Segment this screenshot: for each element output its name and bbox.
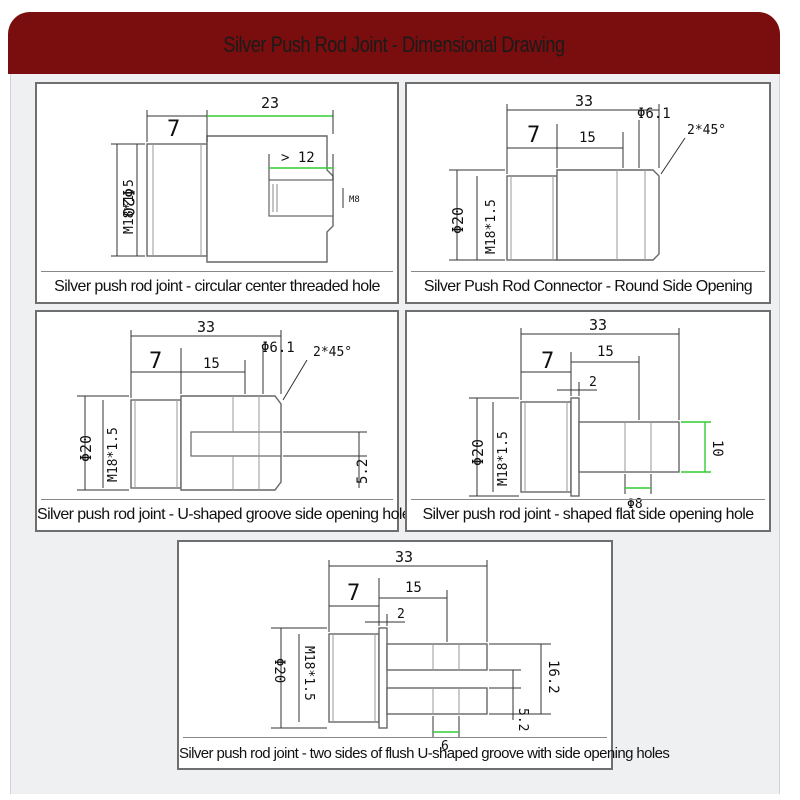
dim-diameter-20: Φ20 (119, 188, 138, 217)
drawing-shaped-flat-side-opening: 33 7 15 2 10 Φ8 Φ20 M18*1.5 (469, 316, 725, 512)
dim-width-8: Φ8 (627, 497, 643, 512)
u-groove (190, 431, 282, 457)
dim-step-2: 2 (397, 607, 405, 622)
dim-length-15: 15 (579, 130, 596, 146)
dim-step-2: 2 (589, 375, 597, 390)
drawing-circular-center-threaded-hole: 7 23 > 12 M8 Φ20 M18*1.5 (111, 94, 360, 263)
panel-two-sided-u-groove: 33 7 15 2 16.2 5.2 6 Φ20 (177, 540, 670, 770)
caption-divider (183, 737, 607, 738)
dim-thread-m8: M8 (349, 195, 360, 205)
threaded-body (506, 175, 558, 261)
page-title: Silver Push Rod Joint - Dimensional Draw… (223, 32, 565, 57)
dim-diameter-20: Φ20 (469, 439, 487, 466)
dim-hole-6-1: Φ6.1 (261, 340, 295, 356)
dim-thread-m18: M18*1.5 (496, 431, 511, 486)
panel-u-groove-side-opening: 33 7 15 Φ6.1 2*45° 5.2 Φ20 M18*1.5 Silve… (35, 310, 411, 532)
caption-divider (411, 271, 765, 272)
dim-groove-5-2: 5.2 (355, 459, 371, 484)
dim-length-7: 7 (149, 349, 162, 374)
dim-depth-gt12: > 12 (281, 150, 315, 166)
dim-length-23: 23 (261, 94, 279, 112)
dim-width-6: 6 (441, 739, 449, 754)
caption-divider (411, 499, 765, 500)
drawing-two-sided-u-groove: 33 7 15 2 16.2 5.2 6 Φ20 (271, 548, 561, 754)
threaded-body (146, 143, 208, 257)
panel-caption: Silver push rod joint - U-shaped groove … (37, 506, 411, 523)
header-banner: Silver Push Rod Joint - Dimensional Draw… (8, 12, 780, 74)
dim-thread-m18: M18*1.5 (106, 427, 121, 482)
dim-chamfer: 2*45° (687, 123, 726, 138)
panel-caption: Silver Push Rod Connector - Round Side O… (423, 278, 753, 295)
dim-thread-m18: M18*1.5 (484, 199, 499, 254)
dim-thread-m18: M18*1.5 (301, 646, 316, 701)
caption-divider (41, 271, 393, 272)
dim-length-7: 7 (167, 117, 180, 142)
dim-length-15: 15 (203, 356, 220, 372)
dim-length-33: 33 (589, 316, 607, 334)
dim-height-10: 10 (709, 440, 725, 457)
flat-shaft (578, 421, 680, 473)
panel-circular-center-threaded-hole: 7 23 > 12 M8 Φ20 M18*1.5 Silver push rod… (35, 82, 399, 304)
rod-body (556, 169, 660, 261)
dim-height-16-2: 16.2 (545, 660, 561, 694)
dim-diameter-20: Φ20 (449, 207, 467, 234)
drawing-round-side-opening: 33 7 15 Φ6.1 2*45° Φ20 M18*1.5 (449, 92, 726, 261)
dim-length-15: 15 (597, 344, 614, 360)
caption-divider (41, 499, 393, 500)
upper-prong (386, 643, 488, 671)
drawing-u-groove-side-opening: 33 7 15 Φ6.1 2*45° 5.2 Φ20 M18*1.5 (77, 318, 371, 491)
panel-caption: Silver push rod joint - circular center … (54, 278, 380, 295)
threaded-hole (268, 179, 334, 217)
lower-prong (386, 687, 488, 715)
threaded-body (520, 401, 572, 493)
flange (570, 397, 580, 497)
flange (378, 627, 388, 729)
dim-length-33: 33 (575, 92, 593, 110)
dim-length-33: 33 (197, 318, 215, 336)
dim-groove-5-2: 5.2 (515, 708, 530, 731)
threaded-body (130, 399, 182, 489)
dim-length-7: 7 (347, 581, 360, 606)
dim-thread-m18: M18*1.5 (122, 179, 137, 234)
panel-round-side-opening: 33 7 15 Φ6.1 2*45° Φ20 M18*1.5 Silver Pu… (405, 82, 771, 304)
panel-caption: Silver push rod joint - shaped flat side… (422, 506, 754, 523)
dim-length-7: 7 (527, 123, 540, 148)
drawing-frame: 7 23 > 12 M8 Φ20 M18*1.5 Silver push rod… (10, 74, 780, 794)
threaded-body (328, 633, 380, 723)
panel-shaped-flat-side-opening: 33 7 15 2 10 Φ8 Φ20 M18*1.5 Silv (405, 310, 771, 532)
dim-diameter-20: Φ20 (77, 435, 95, 462)
dim-chamfer: 2*45° (313, 345, 352, 360)
dim-length-33: 33 (395, 548, 413, 566)
panel-caption: Silver push rod joint - two sides of flu… (179, 745, 670, 762)
dim-hole-6-1: Φ6.1 (637, 106, 671, 122)
dim-diameter-20: Φ20 (271, 658, 287, 683)
dim-length-7: 7 (541, 349, 554, 374)
dim-length-15: 15 (405, 580, 422, 596)
